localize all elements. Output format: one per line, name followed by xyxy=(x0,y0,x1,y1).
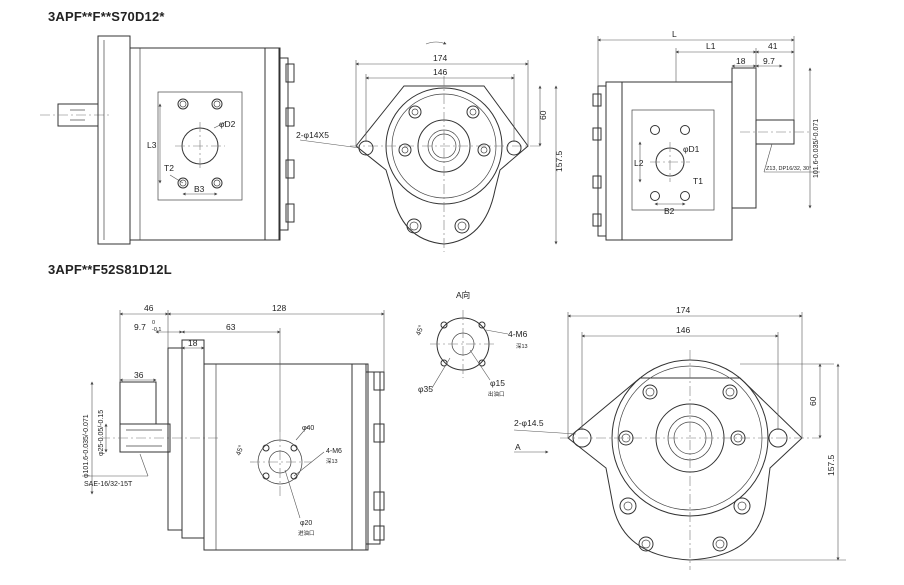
dim-146-bottom: 146 xyxy=(676,325,690,335)
label-phi20: φ20 xyxy=(300,520,312,527)
label-b2: B2 xyxy=(664,206,675,216)
label-phi15: φ15 xyxy=(490,378,505,388)
label-outlet: 出油口 xyxy=(488,390,505,398)
dim-157-5: 157.5 xyxy=(554,150,564,172)
label-holes-bottom: 2-φ14.5 xyxy=(514,418,544,428)
dim-174: 174 xyxy=(433,53,447,63)
label-pilot-tolerance: 101.6-0.035/-0.071 xyxy=(813,119,820,178)
label-depth: 深13 xyxy=(326,457,338,465)
mounting-hole-right xyxy=(506,140,522,156)
label-phi35: φ35 xyxy=(418,384,433,394)
label-phi-d1: φD1 xyxy=(683,144,700,154)
dim-36: 36 xyxy=(134,370,144,380)
label-inlet: 进油口 xyxy=(298,529,315,537)
bottom-side-view: 46 128 9.7 0 -0.1 63 18 36 φ101.6-0.035/… xyxy=(82,303,385,551)
label-pilot: φ101.6-0.035/-0.071 xyxy=(83,414,90,478)
dim-63: 63 xyxy=(226,322,236,332)
label-spline-spec: Z13, DP16/32, 30° xyxy=(766,166,811,172)
dim-18: 18 xyxy=(188,338,198,348)
dim-60: 60 xyxy=(538,110,548,120)
drawing-title-bottom: 3APF**F52S81D12L xyxy=(48,262,172,277)
flange-outline-bottom xyxy=(567,377,803,561)
label-depth-a: 深13 xyxy=(516,342,528,350)
pump-body-bottom xyxy=(203,363,369,551)
bottom-front-view: 174 146 60 157.5 2-φ14.5 A xyxy=(513,305,846,570)
dim-9-7-tol-lower: -0.1 xyxy=(152,327,161,333)
dim-9-7-tol-upper: 0 xyxy=(152,320,155,326)
dim-128: 128 xyxy=(272,303,286,313)
label-view-arrow: A xyxy=(515,442,521,452)
dim-9-7: 9.7 xyxy=(763,56,775,66)
dim-9-7: 9.7 xyxy=(134,322,146,332)
dim-l1: L1 xyxy=(706,41,716,51)
dim-41: 41 xyxy=(768,41,778,51)
label-angle-a: 45° xyxy=(414,324,425,337)
drawing-title-top: 3APF**F**S70D12* xyxy=(48,9,165,24)
label-view-a: A向 xyxy=(456,290,470,300)
flange-outline xyxy=(355,85,529,245)
label-spline: SAE-16/32-15T xyxy=(84,481,133,488)
pump-body xyxy=(129,47,281,241)
label-t1: T1 xyxy=(693,176,703,186)
mounting-hole-left xyxy=(358,140,374,156)
label-phi40: φ40 xyxy=(302,425,314,432)
mounting-flange xyxy=(97,35,131,245)
top-front-view: 174 146 60 157.5 2-φ14X5 xyxy=(296,41,564,252)
dim-157-5-bottom: 157.5 xyxy=(826,454,836,476)
top-rear-side-view: L L1 41 18 9.7 φD1 L2 T1 B2 101.6-0.035/… xyxy=(592,29,820,241)
rear-flange xyxy=(731,67,757,209)
dim-146: 146 xyxy=(433,67,447,77)
dim-60-bottom: 60 xyxy=(808,396,818,406)
label-thread: 4-M6 xyxy=(326,448,342,455)
dim-18: 18 xyxy=(736,56,746,66)
label-shaft: φ25-0.05/-0.15 xyxy=(98,410,105,456)
label-phi-d2: φD2 xyxy=(219,119,236,129)
dim-l: L xyxy=(672,29,677,39)
label-holes: 2-φ14X5 xyxy=(296,130,329,140)
label-t2: T2 xyxy=(164,163,174,173)
port-pad xyxy=(157,91,243,201)
label-l3: L3 xyxy=(147,140,157,150)
label-thread-a: 4-M6 xyxy=(508,329,528,339)
label-angle: 45° xyxy=(234,444,245,457)
label-l2: L2 xyxy=(634,158,644,168)
bottom-port-view: A向 45° 4-M6 深13 φ35 φ15 出油口 xyxy=(414,290,527,398)
label-b3: B3 xyxy=(194,184,205,194)
dim-46: 46 xyxy=(144,303,154,313)
top-side-view: φD2 L3 T2 B3 xyxy=(40,35,295,245)
dim-174-bottom: 174 xyxy=(676,305,690,315)
